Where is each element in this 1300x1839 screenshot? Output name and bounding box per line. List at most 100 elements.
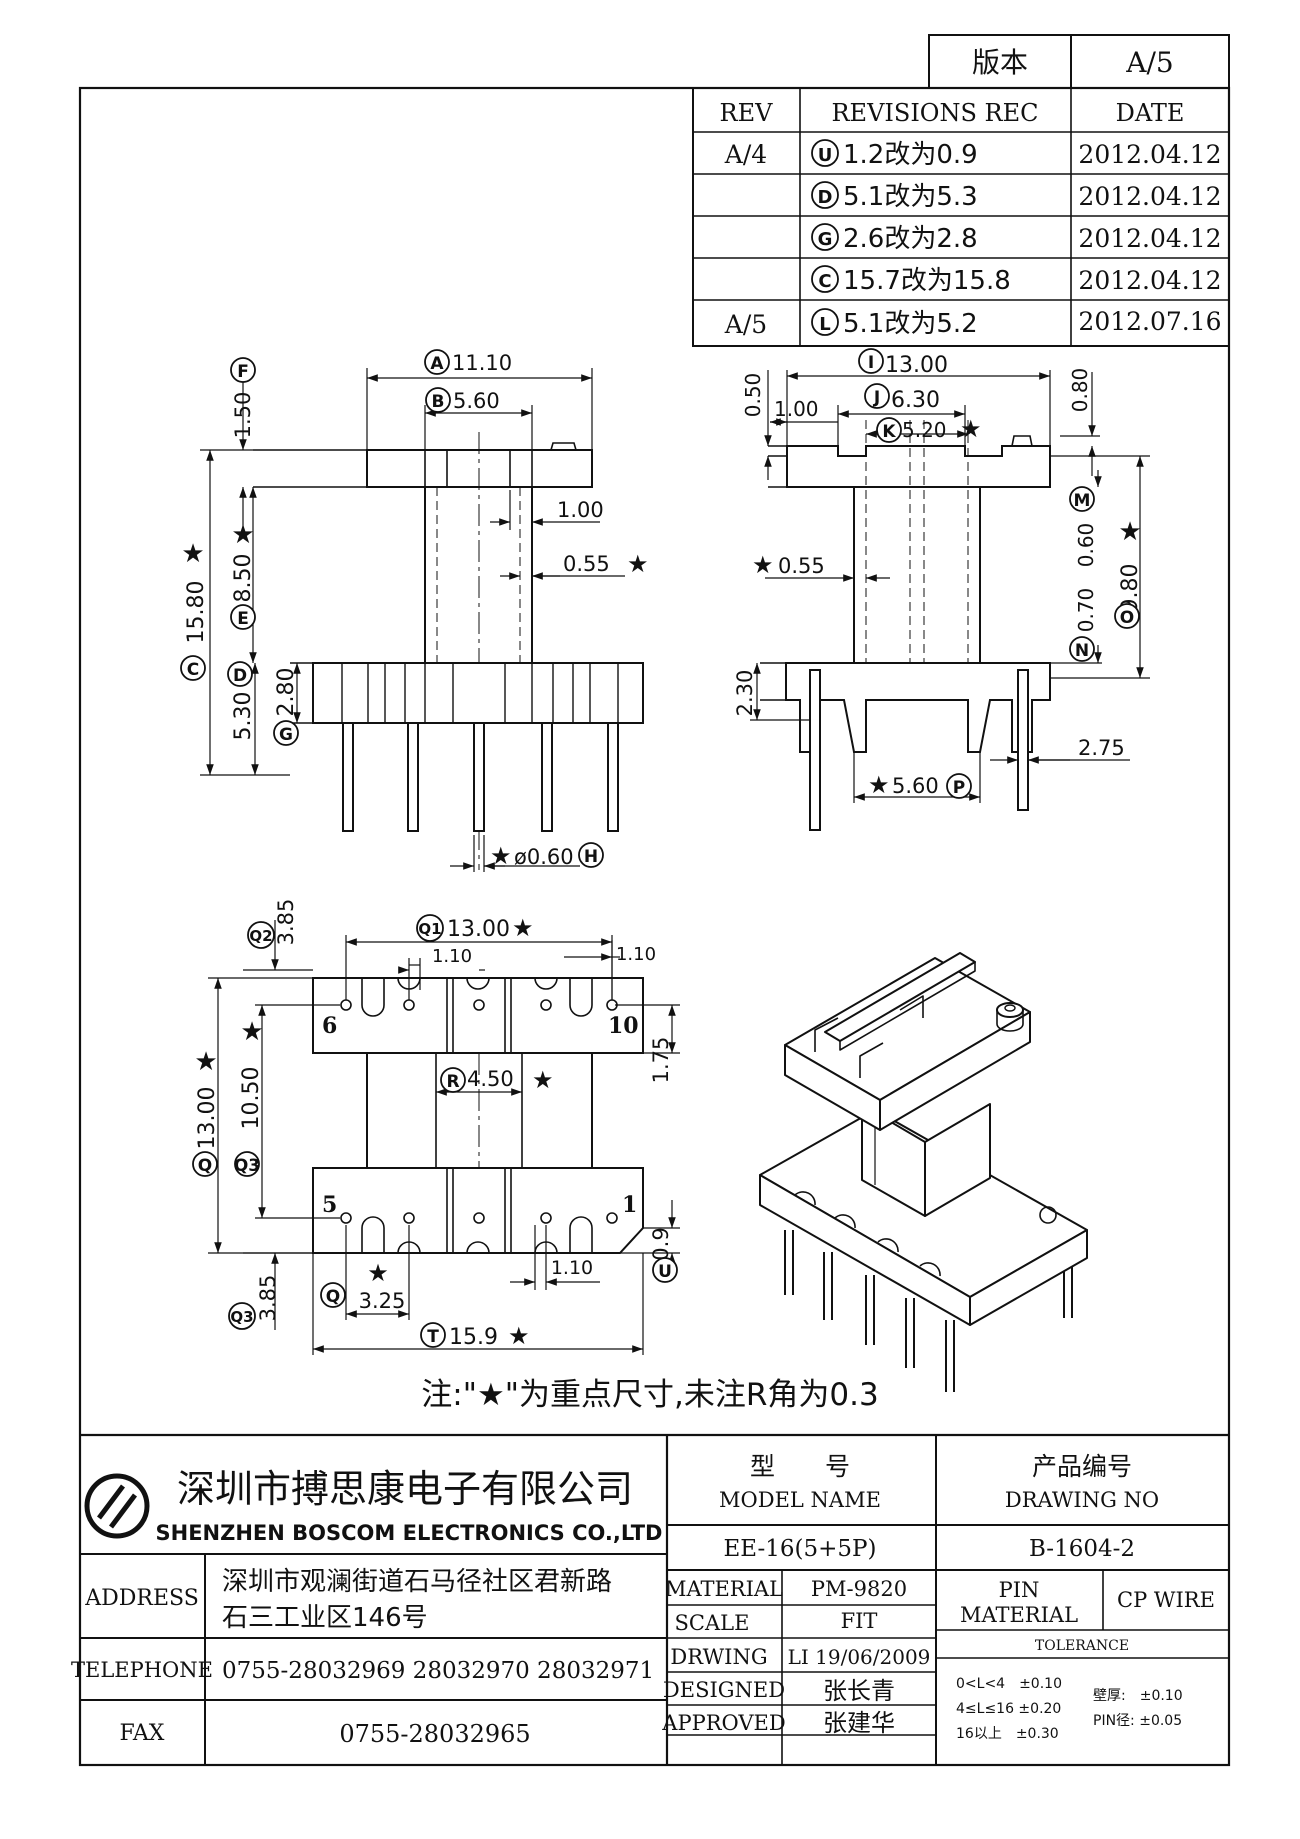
dim-front-0.55: 0.55 (563, 552, 610, 576)
dim-bottom-1.10b: 1.10 (616, 944, 656, 965)
address-label: ADDRESS (84, 1586, 199, 1611)
dim-l-value: 5.20 (902, 418, 947, 442)
designed-value: 张长青 (823, 1677, 895, 1705)
dim-bottom-1.10c: 1.10 (551, 1257, 593, 1279)
rev-marker: C (818, 271, 831, 292)
dim-i-value: 13.00 (195, 1087, 220, 1150)
drwing-label: DRWING (670, 1645, 767, 1669)
pin-6-label: 6 (322, 1013, 337, 1039)
model-value: EE-16(5+5P) (723, 1536, 876, 1562)
star-front-055: ★ (627, 550, 649, 578)
dim-side-0.50: 0.50 (741, 373, 765, 418)
marker-m: M (1074, 491, 1091, 511)
rev-marker: D (818, 187, 833, 208)
dim-t-value: 15.9 (449, 1325, 498, 1350)
marker-r: Q3 (234, 1156, 260, 1176)
rev-text: 1.2改为0.9 (843, 140, 978, 170)
fax-label: FAX (120, 1721, 165, 1746)
version-label: 版本 (972, 46, 1028, 79)
pin-10-label: 10 (608, 1013, 639, 1039)
dim-e-value: 8.50 (231, 554, 256, 603)
marker-p: P (953, 778, 965, 798)
marker-t: T (427, 1327, 439, 1347)
marker-o: O (1120, 608, 1134, 628)
dim-f-value: 1.50 (231, 392, 255, 439)
approved-label: APPROVED (661, 1711, 785, 1735)
drawing-no-value: B-1604-2 (1029, 1536, 1135, 1562)
rev-cell: A/4 (724, 140, 767, 169)
dim-side-2.75: 2.75 (1078, 736, 1125, 760)
pin-material-label-2: MATERIAL (960, 1603, 1078, 1627)
star-q1: ★ (512, 914, 534, 942)
isometric-view (759, 952, 1088, 1392)
material-value: PM-9820 (811, 1577, 907, 1601)
dim-side-0.80: 0.80 (1068, 368, 1092, 413)
tolerance-pin: PIN径: ±0.05 (1093, 1713, 1182, 1729)
star-s: ★ (532, 1066, 554, 1094)
dim-q2-value: 3.85 (274, 899, 298, 946)
marker-e: E (237, 609, 249, 629)
dim-g-value: 2.80 (274, 668, 299, 717)
sheet-border (78, 86, 1231, 1767)
marker-a: A (430, 354, 444, 374)
marker-u: U (658, 1262, 672, 1282)
rev-date: 2012.07.16 (1078, 307, 1221, 336)
rev-cell: A/5 (724, 310, 767, 339)
approved-value: 张建华 (823, 1709, 895, 1737)
dim-a-value: 11.10 (452, 351, 512, 375)
rev-text: 5.1改为5.3 (843, 182, 978, 212)
rev-date: 2012.04.12 (1078, 182, 1221, 211)
rev-text: 15.7改为15.8 (843, 266, 1011, 296)
scale-label: SCALE (675, 1611, 750, 1635)
star-i: ★ (194, 1047, 217, 1077)
dim-m-value: 0.60 (1074, 523, 1098, 568)
address-line1: 深圳市观澜街道石马径社区君新路 (222, 1567, 612, 1597)
marker-j: I (868, 353, 874, 373)
star-c: ★ (181, 539, 204, 569)
dim-bottom-1.10a: 1.10 (432, 946, 472, 967)
dim-p-value: 5.60 (892, 774, 939, 798)
marker-d: D (233, 666, 247, 686)
dim-n-value: 0.70 (1074, 588, 1098, 633)
marker-i: Q (198, 1156, 212, 1176)
marker-s: R (446, 1072, 459, 1092)
bottom-view: 6 10 5 1 Q1 13.00 ★ (192, 899, 680, 1355)
rev-text: 2.6改为2.8 (843, 224, 978, 254)
dim-q-value: 3.25 (359, 1289, 406, 1313)
side-view: I 13.00 J 6.30 K 5.20 ★ 0.50 1.00 0.80 ★… (733, 348, 1150, 831)
dim-c-value: 15.80 (184, 581, 209, 644)
company-name-en: SHENZHEN BOSCOM ELECTRONICS CO.,LTD (156, 1521, 663, 1545)
marker-q: Q (326, 1287, 340, 1307)
company-logo (84, 1473, 150, 1539)
tolerance-wall: 壁厚: ±0.10 (1093, 1688, 1183, 1704)
rev-date: 2012.04.12 (1078, 140, 1221, 169)
dim-side-2.30: 2.30 (733, 670, 757, 717)
dim-front-1.00: 1.00 (557, 498, 604, 522)
marker-h: H (584, 847, 598, 867)
dim-bottom-1.75: 1.75 (649, 1037, 673, 1084)
date-header: DATE (1116, 99, 1185, 127)
tolerance-row-3: 16以上 ±0.30 (956, 1726, 1059, 1742)
rev-marker: L (819, 314, 830, 335)
pin-material-value: CP WIRE (1117, 1588, 1215, 1612)
marker-c: C (187, 660, 199, 680)
dim-b-value: 5.60 (453, 389, 500, 413)
drwing-value: LI 19/06/2009 (788, 1645, 931, 1669)
dim-j-value: 13.00 (885, 353, 948, 378)
marker-k: J (873, 388, 880, 408)
rev-date: 2012.04.12 (1078, 266, 1221, 295)
rev-marker: U (818, 145, 833, 166)
star-side-055: ★ (752, 551, 774, 579)
marker-g: G (279, 725, 293, 745)
scale-value: FIT (841, 1609, 878, 1633)
marker-q1: Q1 (418, 920, 441, 938)
star-r: ★ (240, 1017, 263, 1047)
designed-label: DESIGNED (663, 1678, 785, 1702)
star-p: ★ (868, 771, 890, 799)
star-q: ★ (367, 1259, 389, 1287)
star-e: ★ (231, 520, 254, 550)
pin-material-label-1: PIN (999, 1578, 1040, 1602)
version-value: A/5 (1125, 46, 1173, 79)
dim-k-value: 6.30 (891, 388, 940, 413)
